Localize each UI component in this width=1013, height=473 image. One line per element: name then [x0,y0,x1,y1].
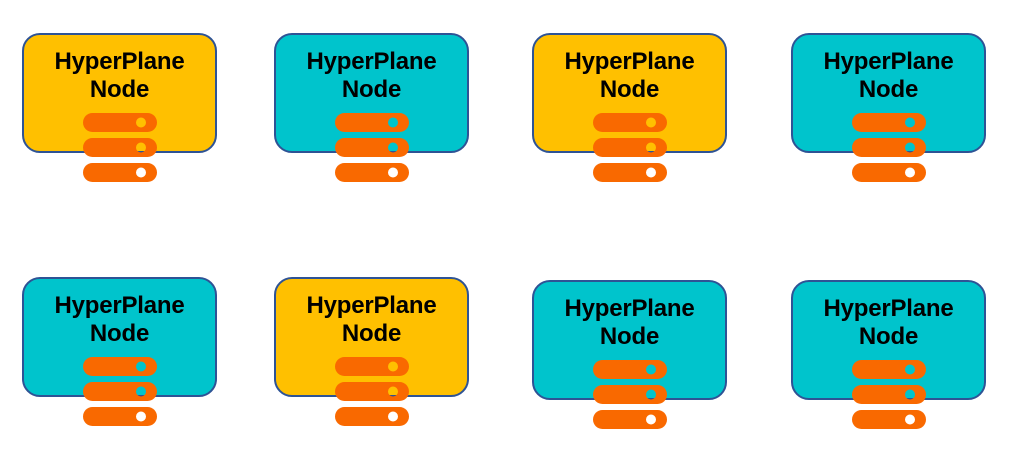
server-bar-1 [592,360,667,379]
server-bar-2 [851,385,926,404]
server-stack-icon [592,113,667,187]
server-bar-2 [592,385,667,404]
node-card-label: HyperPlane Node [54,292,185,347]
server-stack-icon [592,360,667,434]
server-stack-icon [851,360,926,434]
server-bar-3 [592,163,667,182]
server-bar-2 [82,138,157,157]
server-stack-icon [82,357,157,431]
node-card-label: HyperPlane Node [306,48,437,103]
server-bar-2 [334,138,409,157]
server-stack-icon [334,357,409,431]
server-bar-3 [851,163,926,182]
server-bar-1 [851,360,926,379]
server-bar-2 [82,382,157,401]
node-card-label: HyperPlane Node [823,48,954,103]
server-bar-3 [82,163,157,182]
server-bar-3 [851,410,926,429]
server-bar-1 [334,113,409,132]
server-bar-2 [334,382,409,401]
server-stack-icon [334,113,409,187]
server-bar-3 [334,163,409,182]
server-bar-1 [592,113,667,132]
server-bar-2 [592,138,667,157]
node-card-label: HyperPlane Node [306,292,437,347]
node-card-label: HyperPlane Node [564,48,695,103]
node-card-label: HyperPlane Node [564,295,695,350]
node-card-label: HyperPlane Node [54,48,185,103]
server-bar-2 [851,138,926,157]
server-bar-3 [334,407,409,426]
server-bar-3 [82,407,157,426]
server-bar-3 [592,410,667,429]
server-bar-1 [82,357,157,376]
server-bar-1 [851,113,926,132]
node-card-label: HyperPlane Node [823,295,954,350]
server-bar-1 [334,357,409,376]
server-stack-icon [851,113,926,187]
server-bar-1 [82,113,157,132]
server-stack-icon [82,113,157,187]
